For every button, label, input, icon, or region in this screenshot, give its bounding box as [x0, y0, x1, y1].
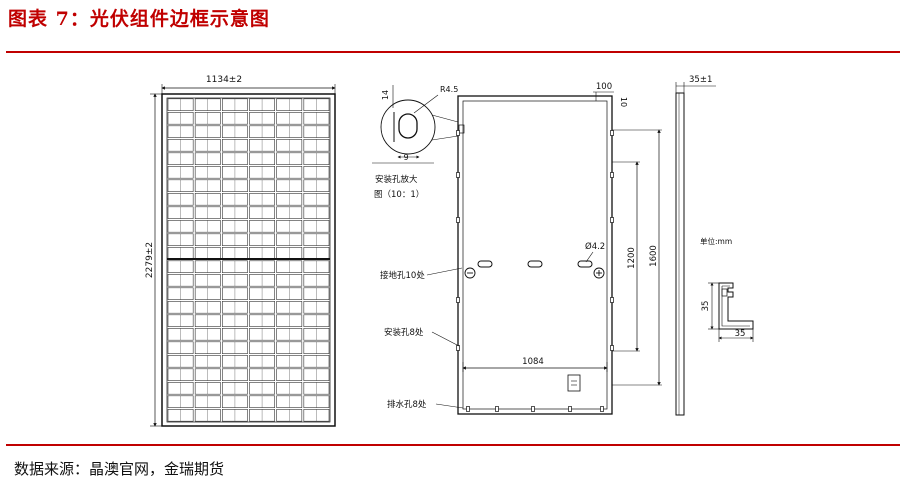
- unit-label: 单位:mm: [700, 236, 732, 246]
- panel-front-view: 1134±2 2279±2: [145, 75, 336, 427]
- detail-caption-line1: 安装孔放大: [375, 174, 418, 185]
- bottom-divider: [6, 444, 900, 446]
- frame-hole-marker: [610, 130, 614, 136]
- detail-radius-label: R4.5: [440, 85, 458, 94]
- profile-outline: [718, 282, 754, 330]
- figure-title: 图表 7：光伏组件边框示意图: [8, 8, 270, 30]
- frame-hole-marker: [610, 172, 614, 178]
- frame-inner: [462, 100, 608, 410]
- frame-hole-markers: [456, 130, 614, 412]
- frame-hole-marker: [568, 406, 572, 412]
- ground-hole-row: [464, 260, 605, 279]
- mount-holes-label: 安装孔8处: [384, 327, 424, 338]
- panel-width-label: 1134±2: [206, 75, 242, 85]
- minus-symbol: [464, 267, 476, 279]
- detail-caption-line2: 图（10：1）: [374, 189, 424, 200]
- frame-hole-marker: [456, 130, 460, 136]
- detail-top-dim: 14: [381, 90, 390, 100]
- dim-1084-label: 1084: [522, 357, 544, 367]
- dim-1600-label: 1600: [649, 245, 659, 267]
- side-frame: [675, 92, 685, 416]
- mounting-hole-detail: 14 R4.5 9 安装孔放大 图（10：1）: [372, 85, 458, 200]
- side-view: 35±1: [675, 75, 716, 416]
- detail-circle: [380, 99, 436, 155]
- profile-width-label: 35: [735, 329, 746, 339]
- label-box: [567, 374, 581, 392]
- frame-outer: [457, 95, 613, 415]
- top-right-dim-100: 100: [596, 82, 612, 92]
- panel-cell-grid: [167, 98, 330, 422]
- drain-holes-label: 排水孔8处: [387, 399, 427, 410]
- top-divider: [6, 51, 900, 53]
- frame-hole-marker: [456, 217, 460, 223]
- frame-hole-marker: [456, 345, 460, 351]
- frame-back-view: 100 10 Ø4.2 1200 1600 1084: [380, 82, 662, 415]
- frame-hole-marker: [610, 345, 614, 351]
- frame-hole-marker: [610, 297, 614, 303]
- frame-profile: 35 35: [701, 282, 754, 342]
- frame-hole-marker: [466, 406, 470, 412]
- frame-hole-marker: [495, 406, 499, 412]
- top-right-dim-10: 10: [619, 97, 628, 107]
- plus-symbol: [593, 267, 605, 279]
- frame-hole-marker: [610, 217, 614, 223]
- source-note: 数据来源：晶澳官网，金瑞期货: [14, 460, 225, 478]
- ground-holes-label: 接地孔10处: [380, 270, 425, 281]
- panel-height-label: 2279±2: [145, 242, 155, 278]
- detail-bottom-dim: 9: [403, 153, 408, 162]
- dim-1200-label: 1200: [627, 247, 637, 269]
- frame-hole-marker: [456, 172, 460, 178]
- detail-slot: [398, 113, 418, 139]
- frame-hole-marker: [531, 406, 535, 412]
- frame-hole-marker: [600, 406, 604, 412]
- side-thickness-label: 35±1: [689, 75, 712, 85]
- profile-height-label: 35: [701, 301, 711, 312]
- hole-diameter-label: Ø4.2: [585, 241, 605, 252]
- frame-hole-marker: [456, 297, 460, 303]
